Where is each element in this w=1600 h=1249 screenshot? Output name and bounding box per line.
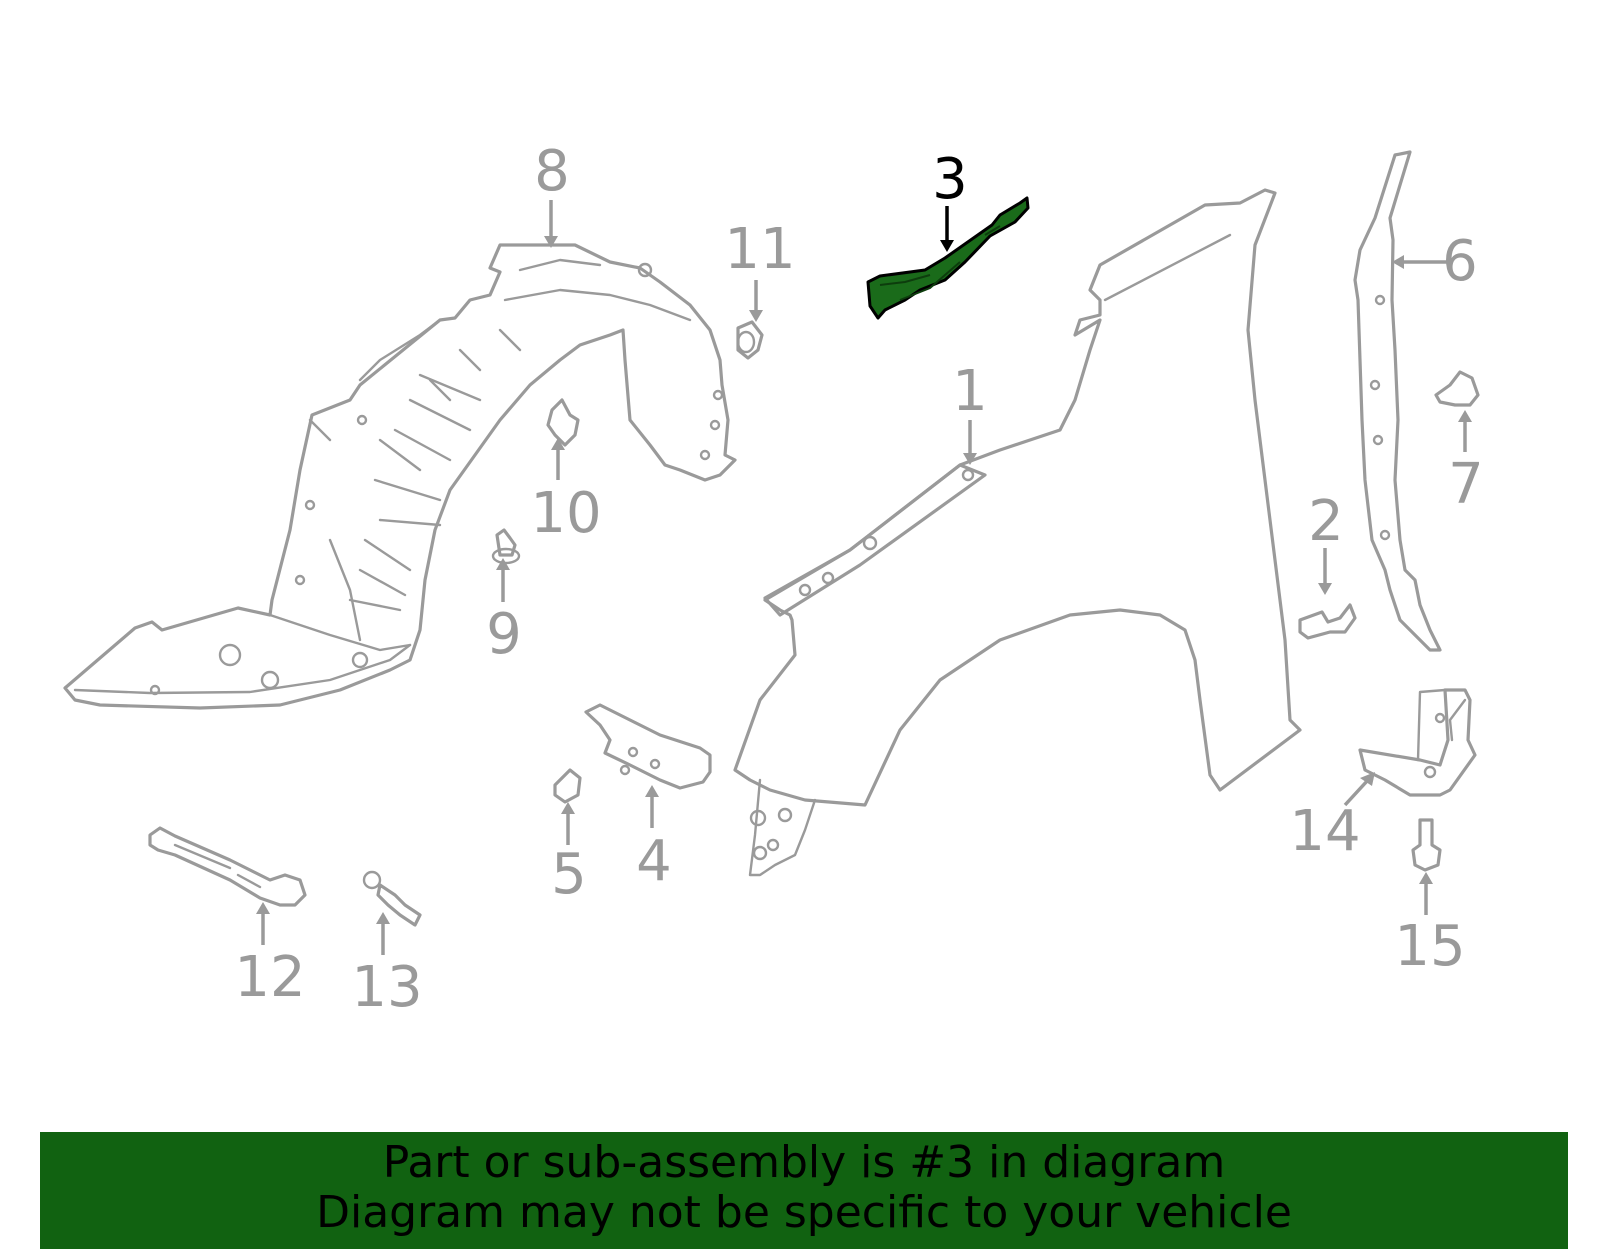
banner-line-disclaimer: Diagram may not be specific to your vehi… xyxy=(316,1187,1292,1238)
part-4-bracket[interactable] xyxy=(584,703,712,790)
callout-leaders xyxy=(256,200,1472,955)
part-9-clip[interactable] xyxy=(491,528,521,565)
part-3-bracket[interactable] xyxy=(866,196,1030,320)
callout-6: 6 xyxy=(1442,229,1478,294)
part-5-clip[interactable] xyxy=(553,768,582,804)
part-12-bracket[interactable] xyxy=(148,826,307,907)
callout-8: 8 xyxy=(534,139,570,204)
callout-10: 10 xyxy=(530,481,601,546)
callout-13: 13 xyxy=(351,955,422,1020)
part-15-bolt[interactable] xyxy=(1411,818,1442,872)
callout-2: 2 xyxy=(1308,489,1344,554)
callout-14: 14 xyxy=(1289,799,1360,864)
part-7-grommet[interactable] xyxy=(1434,370,1480,407)
info-banner: Part or sub-assembly is #3 in diagram Di… xyxy=(40,1132,1568,1249)
callout-15: 15 xyxy=(1394,914,1465,979)
callout-7: 7 xyxy=(1448,452,1484,517)
callout-4: 4 xyxy=(636,829,672,894)
part-8-fender-liner[interactable] xyxy=(63,243,737,710)
callout-9: 9 xyxy=(486,602,522,667)
part-6-seal[interactable] xyxy=(1353,150,1442,652)
callout-12: 12 xyxy=(234,945,305,1010)
part-2-bolt[interactable] xyxy=(1298,603,1357,640)
callout-11: 11 xyxy=(724,217,795,282)
callout-3: 3 xyxy=(932,147,968,212)
part-14-bracket[interactable] xyxy=(1358,688,1477,797)
banner-line-part: Part or sub-assembly is #3 in diagram xyxy=(382,1137,1226,1188)
part-10-clip[interactable] xyxy=(546,398,580,447)
part-13-pin[interactable] xyxy=(362,870,422,927)
callout-labels: 8 3 11 6 1 7 10 2 9 4 5 14 12 13 15 xyxy=(234,139,1483,1020)
callout-1: 1 xyxy=(952,359,988,424)
part-1-fender[interactable] xyxy=(733,188,1302,877)
part-11-grommet[interactable] xyxy=(736,320,764,360)
callout-5: 5 xyxy=(551,842,587,907)
